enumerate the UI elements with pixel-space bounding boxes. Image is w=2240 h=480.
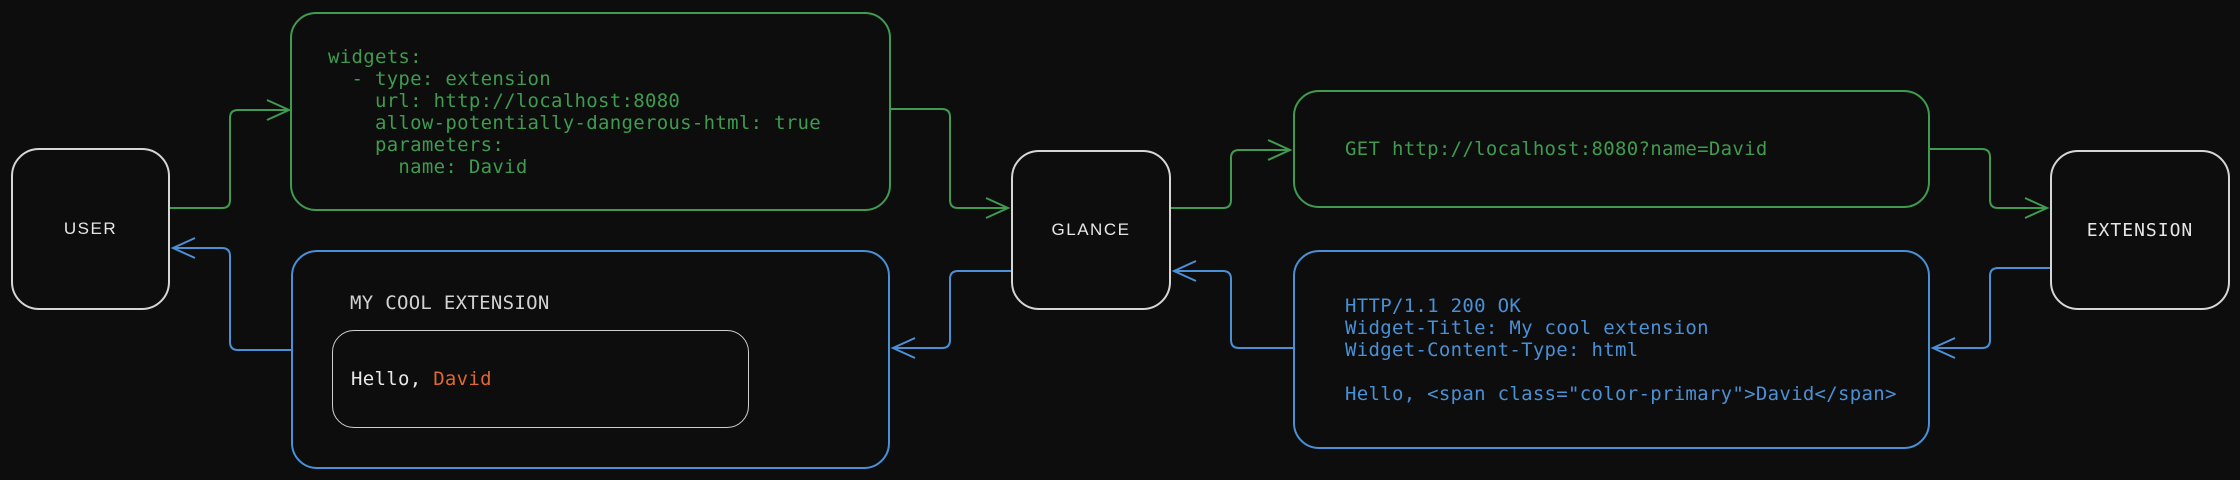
arrowhead-into-glance — [985, 197, 1011, 219]
config-yaml-box: widgets: - type: extension url: http://l… — [290, 12, 891, 211]
edge-widget-to-user — [173, 247, 291, 351]
extension-node: EXTENSION — [2050, 150, 2230, 310]
edge-extension-to-response — [1933, 267, 2050, 349]
arrowhead-into-widget — [890, 337, 916, 359]
http-request-box: GET http://localhost:8080?name=David — [1293, 90, 1930, 208]
edge-glance-to-request — [1171, 149, 1290, 209]
user-node: USER — [11, 148, 170, 310]
arrowhead-into-request — [1267, 139, 1293, 161]
extension-node-label: EXTENSION — [2086, 219, 2194, 241]
edge-user-to-config — [170, 109, 288, 209]
glance-node-label: GLANCE — [1051, 220, 1131, 239]
response-line: Hello, <span class="color-primary">David… — [1345, 382, 1897, 405]
arrowhead-into-extension — [2024, 197, 2050, 219]
edge-response-to-glance — [1174, 270, 1293, 349]
config-line: widgets: — [328, 45, 422, 68]
arrowhead-into-config — [266, 99, 292, 121]
widget-title: MY COOL EXTENSION — [350, 292, 550, 314]
edge-config-to-glance — [891, 108, 1007, 209]
request-line: GET http://localhost:8080?name=David — [1345, 138, 1768, 160]
config-line: allow-potentially-dangerous-html: true — [328, 111, 822, 134]
http-response-box: HTTP/1.1 200 OK Widget-Title: My cool ex… — [1293, 250, 1930, 449]
glance-node: GLANCE — [1011, 150, 1171, 310]
arrowhead-into-response — [1930, 337, 1956, 359]
edge-request-to-extension — [1930, 148, 2047, 209]
response-line — [1345, 361, 1928, 383]
arrowhead-into-user — [170, 237, 196, 259]
response-line: HTTP/1.1 200 OK — [1345, 294, 1522, 317]
rendered-widget-box: MY COOL EXTENSION Hello, David — [291, 250, 890, 469]
response-line: Widget-Title: My cool extension — [1345, 316, 1709, 339]
response-line: Widget-Content-Type: html — [1345, 338, 1639, 361]
user-node-label: USER — [63, 219, 118, 238]
greeting-prefix: Hello, — [351, 368, 434, 390]
widget-output-box: Hello, David — [332, 330, 749, 428]
greeting-name: David — [433, 368, 492, 390]
config-line: url: http://localhost:8080 — [328, 89, 681, 112]
greeting-text: Hello, David — [351, 368, 492, 390]
config-line: - type: extension — [328, 67, 552, 90]
config-line: parameters: — [328, 133, 505, 156]
config-line: name: David — [328, 155, 528, 178]
arrowhead-into-glance-blue — [1171, 260, 1197, 282]
edge-glance-to-widget — [893, 270, 1011, 349]
